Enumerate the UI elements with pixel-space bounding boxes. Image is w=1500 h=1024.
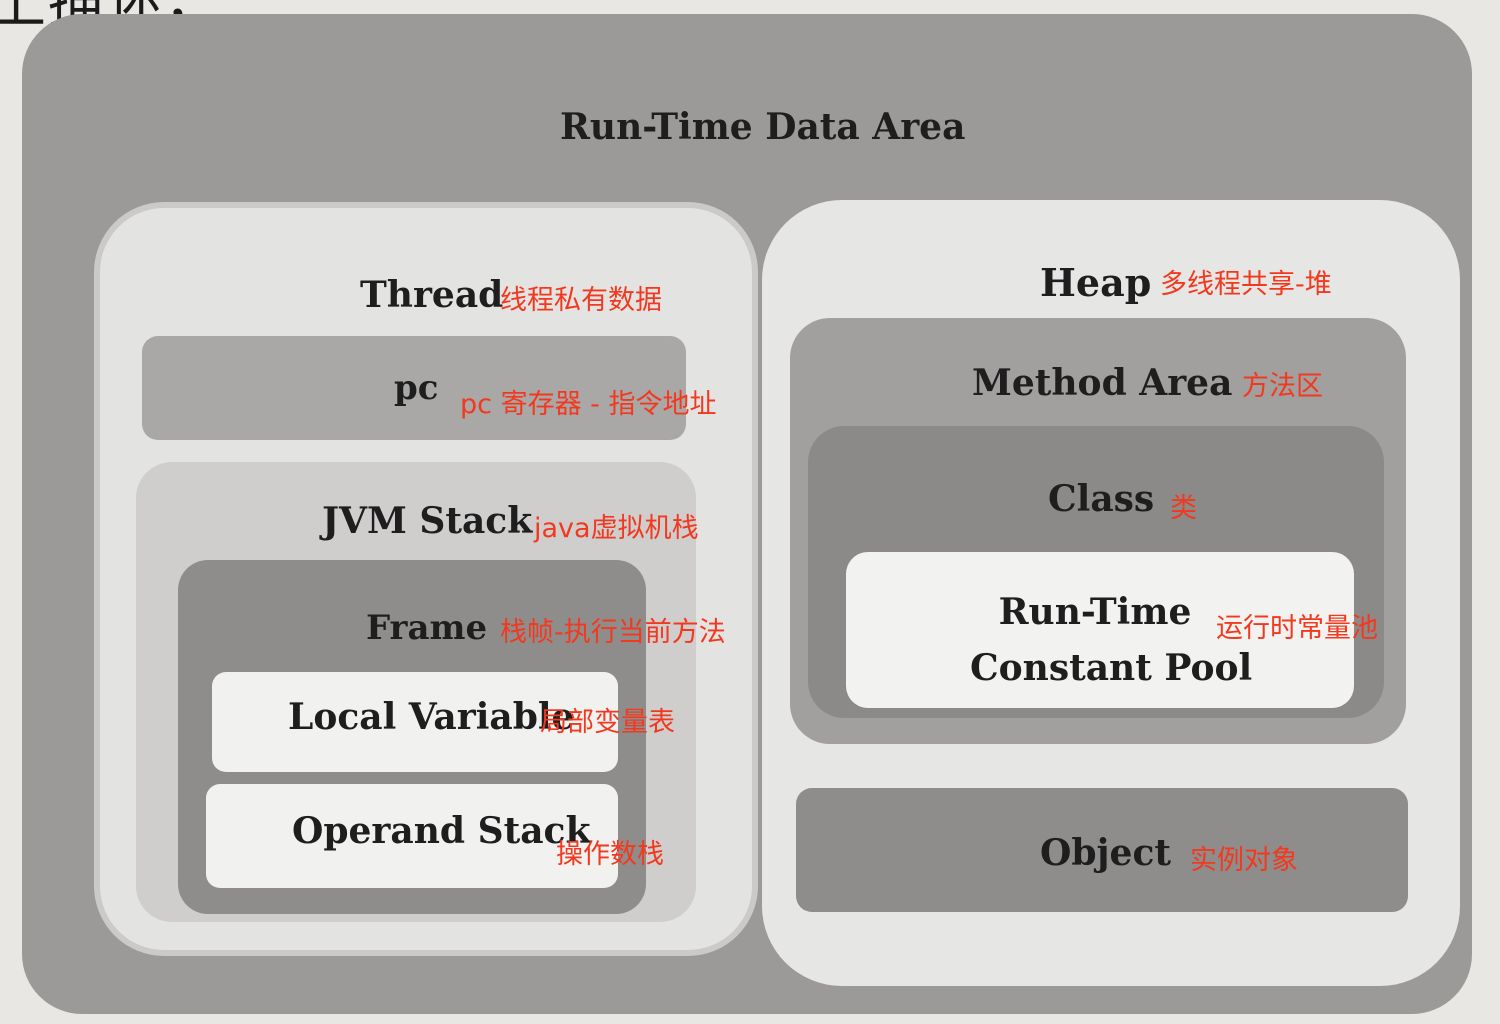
frame-label: Frame [366, 608, 488, 648]
constant-pool-label-line2: Constant Pool [970, 647, 1253, 689]
thread-annotation: 线程私有数据 [500, 285, 662, 316]
object-box [796, 788, 1408, 912]
pc-annotation: pc 寄存器 - 指令地址 [460, 389, 717, 420]
heap-annotation: 多线程共享-堆 [1160, 269, 1332, 300]
jvm-stack-label: JVM Stack [322, 500, 533, 542]
constant-pool-box [846, 552, 1354, 708]
thread-label: Thread [360, 274, 504, 316]
operand-stack-label: Operand Stack [292, 810, 591, 852]
constant-pool-label-line1: Run-Time [998, 591, 1192, 633]
operand-stack-box [206, 784, 618, 888]
object-annotation: 实例对象 [1190, 845, 1298, 876]
local-variable-annotation: 局部变量表 [540, 707, 675, 738]
runtime-data-area-label: Run-Time Data Area [560, 106, 966, 148]
constant-pool-annotation: 运行时常量池 [1216, 613, 1378, 644]
local-variable-label: Local Variable [288, 696, 575, 738]
pc-label: pc [394, 368, 439, 408]
constant-pool-label: Run-Time Constant Pool [970, 584, 1253, 696]
class-label: Class [1048, 478, 1155, 520]
frame-annotation: 栈帧-执行当前方法 [500, 617, 726, 648]
object-label: Object [1040, 832, 1172, 874]
jvm-stack-annotation: java虚拟机栈 [534, 513, 699, 544]
heap-label: Heap [1040, 260, 1152, 305]
class-annotation: 类 [1170, 493, 1197, 524]
method-area-label: Method Area [972, 362, 1233, 404]
method-area-annotation: 方法区 [1242, 371, 1323, 402]
operand-stack-annotation: 操作数栈 [556, 839, 664, 870]
local-variable-box [212, 672, 618, 772]
pc-box [142, 336, 686, 440]
